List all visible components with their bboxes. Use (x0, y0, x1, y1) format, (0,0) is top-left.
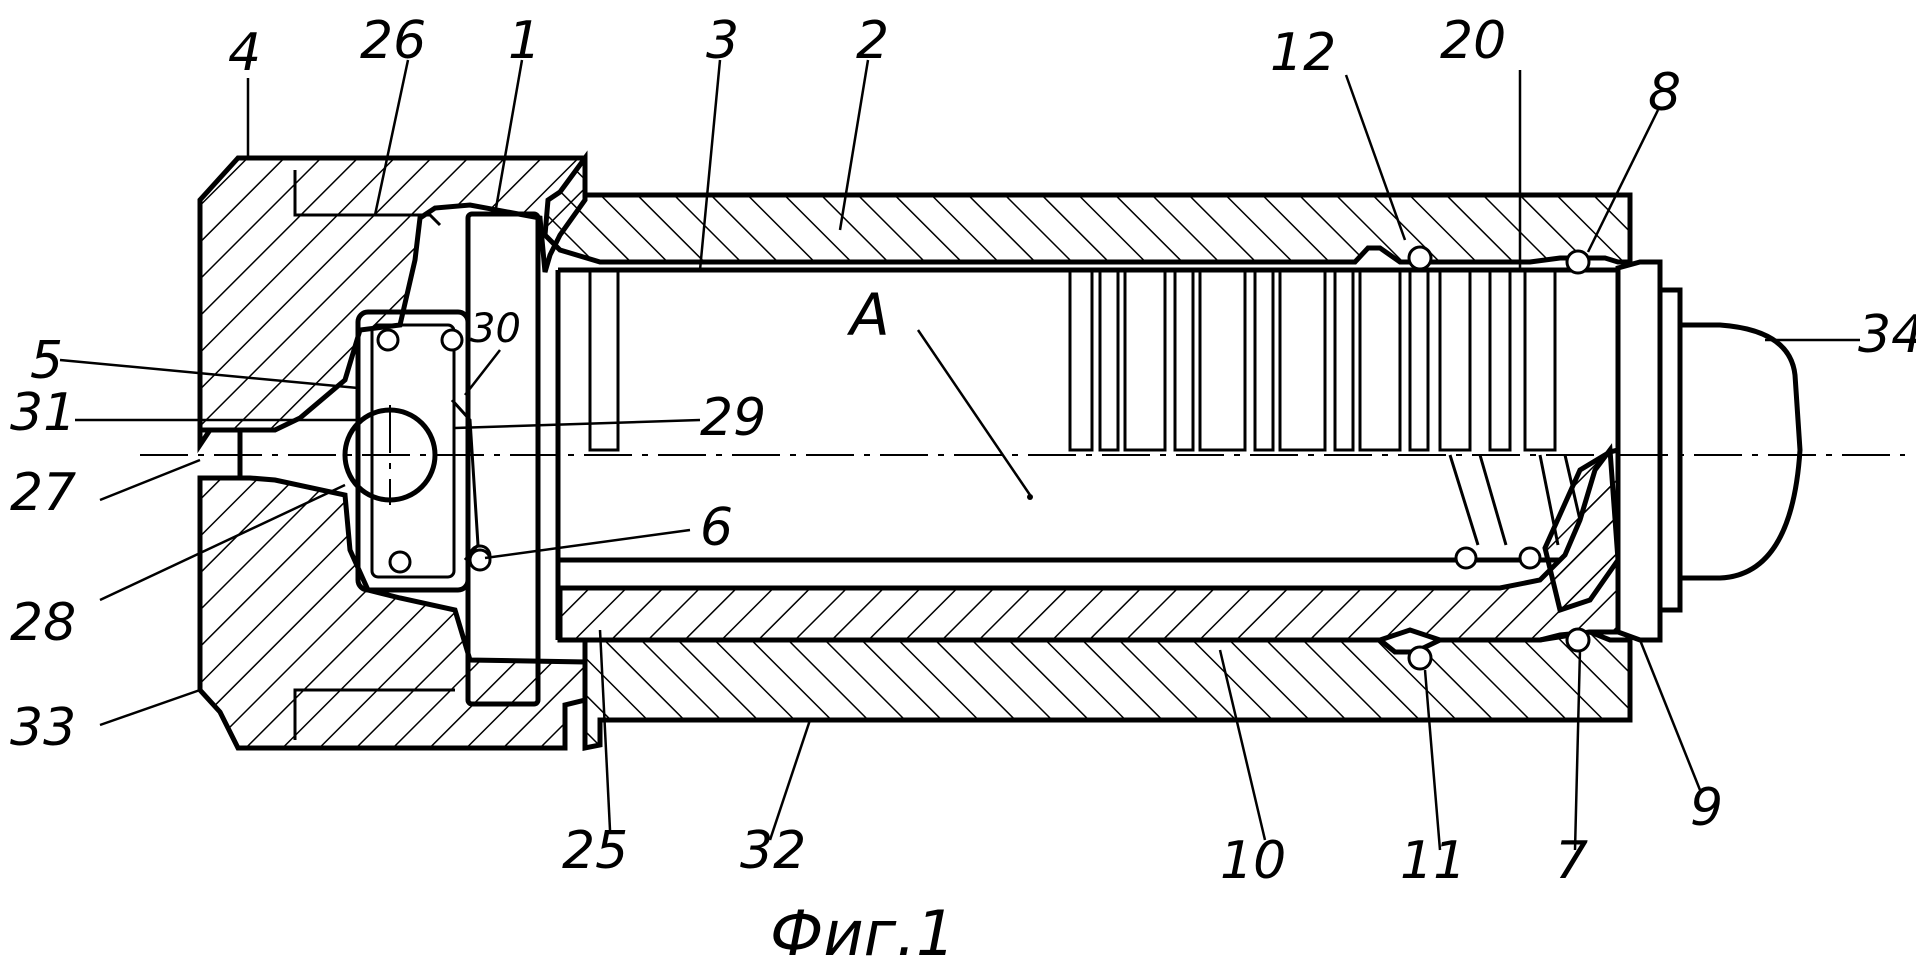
label-29: 29 (700, 388, 766, 448)
label-27: 27 (10, 463, 76, 523)
label-20: 20 (1440, 11, 1506, 71)
bearing-ball-top-left (376, 328, 400, 352)
label-4: 4 (228, 23, 261, 83)
seal-ring-8 (1565, 249, 1591, 275)
label-8: 8 (1648, 63, 1681, 123)
label-11: 11 (1400, 831, 1466, 891)
label-34: 34 (1858, 305, 1916, 365)
spring-end-ball-1 (1454, 546, 1478, 570)
stem-slot (200, 427, 243, 481)
label-28: 28 (10, 593, 76, 653)
point-a-dot (1027, 494, 1033, 500)
label-12: 12 (1270, 23, 1336, 83)
body-lower-wall (582, 629, 1633, 752)
label-25: 25 (562, 821, 628, 881)
leader-lines (59, 59, 1860, 851)
label-5: 5 (30, 331, 63, 391)
body-upper-wall (542, 150, 1633, 265)
label-7: 7 (1555, 831, 1588, 891)
label-1: 1 (508, 11, 541, 71)
label-26: 26 (360, 11, 426, 71)
seal-ring-7 (1565, 627, 1591, 653)
label-3: 3 (706, 11, 739, 71)
bearing-inner (370, 323, 456, 579)
label-32: 32 (740, 821, 806, 881)
cap-thread-upper (293, 170, 442, 227)
cap-thread-lower (293, 688, 455, 740)
output-shaft (1615, 259, 1663, 643)
seal-ring-12 (1407, 245, 1433, 271)
bearing-ball-bottom-left (388, 550, 412, 574)
cap-nut-lower (197, 475, 588, 751)
label-6: 6 (700, 498, 733, 558)
label-33: 33 (10, 698, 76, 758)
label-10: 10 (1220, 831, 1286, 891)
flange-disc (465, 211, 541, 707)
label-9: 9 (1690, 778, 1723, 838)
label-30: 30 (470, 306, 521, 352)
shaft-flange (1660, 287, 1683, 613)
rod-left-rib (588, 268, 620, 452)
bearing-housing (355, 309, 471, 593)
spring-coils (1068, 268, 1582, 546)
label-31: 31 (10, 383, 76, 443)
pressure-plate (450, 398, 480, 561)
seal-ring-6 (468, 548, 492, 572)
cap-nut-upper (197, 155, 588, 454)
shaft-dome (1677, 322, 1803, 581)
spring-end-ball-2 (1518, 546, 1542, 570)
label-2: 2 (856, 11, 889, 71)
figure-caption: Фиг.1 (770, 897, 955, 965)
label-a: A (846, 281, 890, 349)
seal-ring-11 (1407, 645, 1433, 671)
bearing-ball-top-right (440, 328, 464, 352)
